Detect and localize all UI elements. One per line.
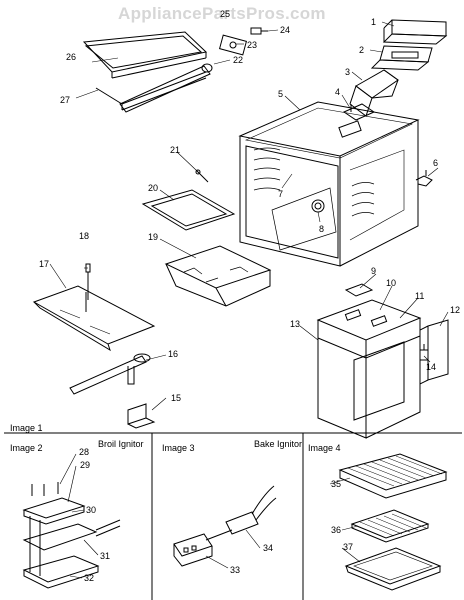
part-28-screw (31, 482, 59, 496)
part-29-bracket (22, 497, 86, 525)
part-13-cover (317, 336, 421, 439)
part-16-oven-burner (69, 353, 151, 395)
part-32-shield (22, 516, 100, 589)
image-3-label: Image 3 (162, 443, 195, 453)
callout-4: 4 (335, 87, 341, 97)
callout-35: 35 (331, 479, 342, 489)
part-22-burner-tube (119, 63, 213, 113)
part-1-vent-trim (382, 19, 448, 45)
callout-25: 25 (220, 9, 231, 19)
callout-15: 15 (171, 393, 182, 403)
part-24-orifice (250, 27, 268, 35)
part-31-broil-ignitor (22, 519, 121, 551)
image-4-label: Image 4 (308, 443, 341, 453)
image-1-label: Image 1 (10, 423, 43, 433)
callout-8: 8 (319, 224, 325, 234)
part-36-broil-rack (350, 509, 430, 543)
callout-11: 11 (415, 291, 425, 301)
part-34-bake-ignitor (205, 485, 277, 541)
callout-3: 3 (345, 67, 351, 77)
callout-10: 10 (386, 278, 397, 288)
callout-29: 29 (80, 460, 91, 470)
part-19-burner-box (164, 245, 272, 307)
callout-23: 23 (247, 40, 258, 50)
callout-26: 26 (66, 52, 77, 62)
callout-18: 18 (79, 231, 90, 241)
part-18-pin (85, 263, 91, 300)
callout-28: 28 (79, 447, 90, 457)
broil-ignitor-caption: Broil Ignitor (98, 439, 144, 449)
callout-21: 21 (170, 145, 181, 155)
callout-31: 31 (100, 551, 111, 561)
callout-7: 7 (278, 189, 284, 199)
callout-27: 27 (60, 95, 71, 105)
part-26-broil-pan (82, 31, 208, 79)
callout-32: 32 (84, 573, 95, 583)
callout-33: 33 (230, 565, 241, 575)
callout-5: 5 (278, 89, 284, 99)
callout-34: 34 (263, 543, 274, 553)
callout-17: 17 (39, 259, 50, 269)
part-37-broil-pan (344, 547, 442, 591)
part-11-valve-mount (316, 299, 422, 359)
callout-13: 13 (290, 319, 301, 329)
callout-1: 1 (371, 17, 377, 27)
callout-14: 14 (426, 362, 437, 372)
part-6-probe-clip (415, 170, 433, 187)
part-2-vent-baffle (370, 45, 433, 71)
callout-2: 2 (359, 45, 365, 55)
callout-20: 20 (148, 183, 159, 193)
part-9-cap (344, 283, 374, 297)
watermark: AppliancePartsPros.com (118, 4, 326, 23)
bake-ignitor-caption: Bake Ignitor (254, 439, 303, 449)
callout-19: 19 (148, 232, 159, 242)
part-17-baffle (32, 285, 156, 352)
image-2-label: Image 2 (10, 443, 43, 453)
part-14-valve (419, 344, 429, 361)
part-15-bracket (127, 403, 156, 429)
callout-36: 36 (331, 525, 342, 535)
part-33-connector (173, 533, 213, 567)
callout-16: 16 (168, 349, 179, 359)
part-23-bracket (218, 34, 248, 56)
leader-lines (49, 21, 449, 579)
callout-9: 9 (371, 266, 377, 276)
part-5-oven-cavity (238, 101, 420, 267)
callout-22: 22 (233, 55, 244, 65)
part-12-side-panel (419, 319, 449, 385)
part-20-oven-bottom-plate (141, 189, 236, 231)
callout-6: 6 (433, 158, 439, 168)
callout-12: 12 (450, 305, 461, 315)
callout-24: 24 (280, 25, 291, 35)
callout-37: 37 (343, 542, 354, 552)
part-21-screw (195, 169, 209, 183)
part-35-oven-rack (338, 453, 448, 499)
callout-30: 30 (86, 505, 97, 515)
